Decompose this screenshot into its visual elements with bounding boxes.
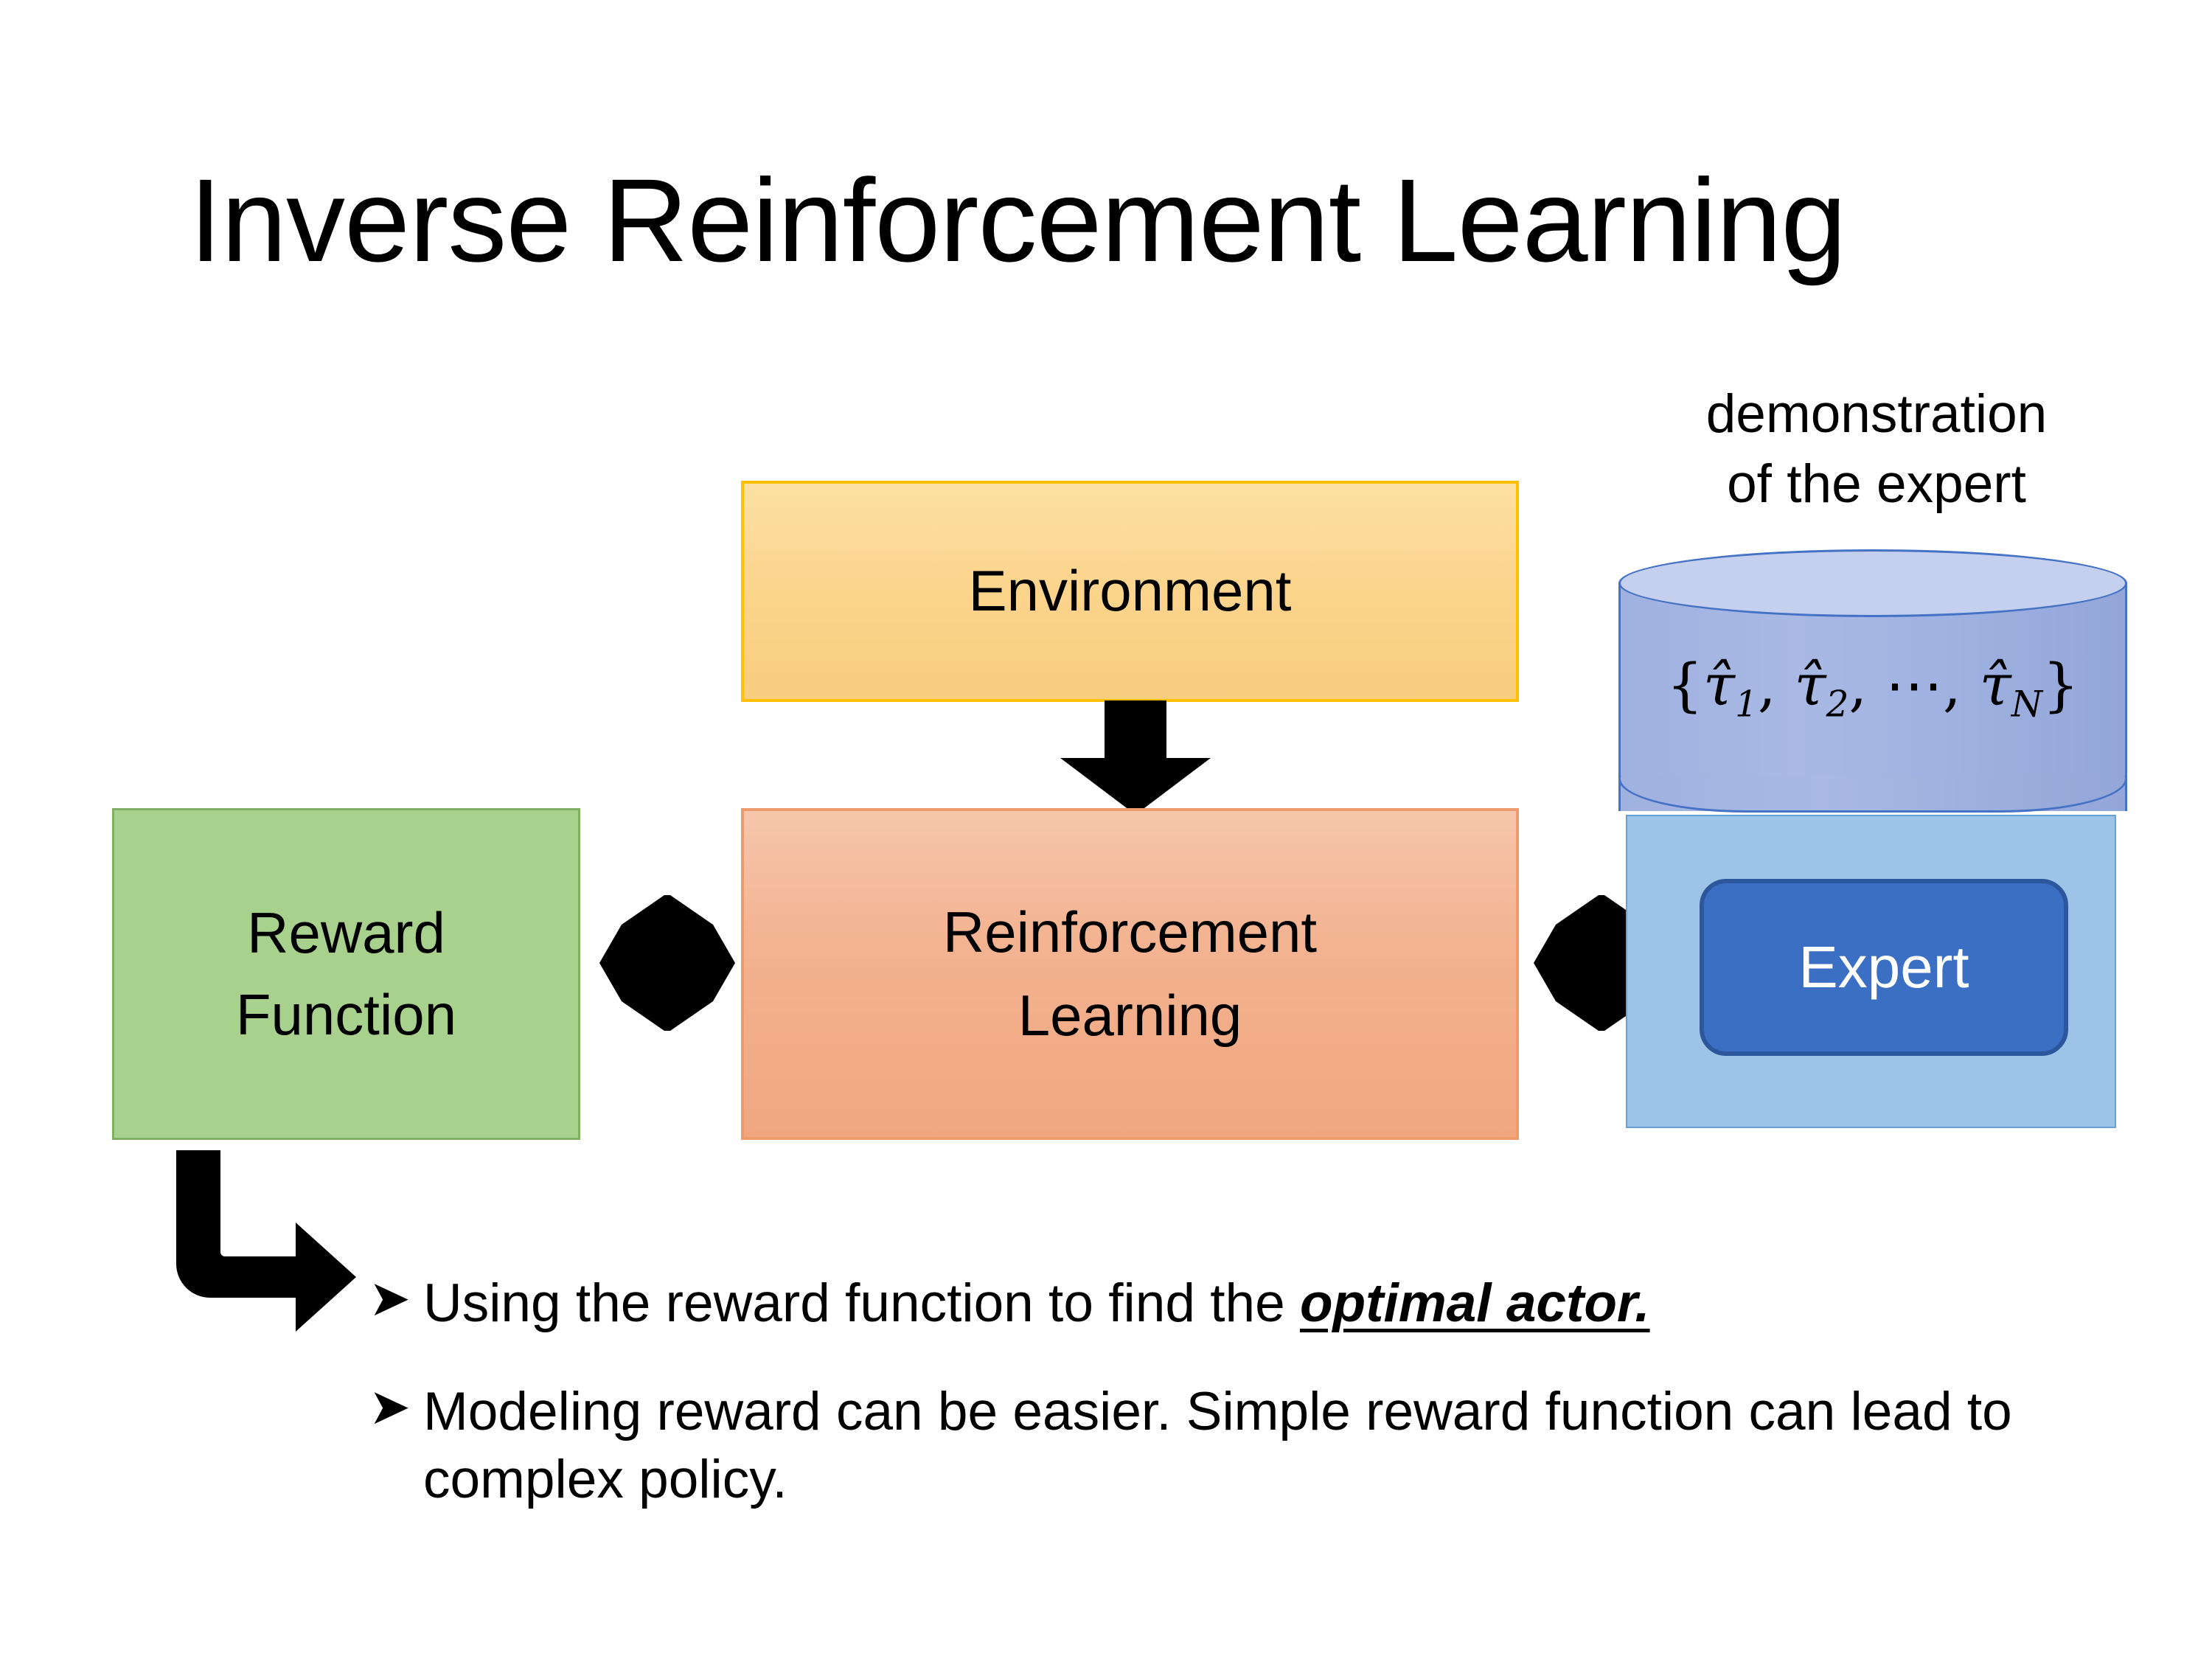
reinforcement-learning-label-line2: Learning <box>1018 983 1242 1048</box>
set-open-brace: { <box>1666 653 1703 719</box>
list-item: ➤ Using the reward function to find the … <box>369 1270 2065 1337</box>
cylinder-body <box>1618 582 2127 811</box>
reward-function-box[interactable]: Reward Function <box>112 808 580 1140</box>
demonstration-caption-line1: demonstration <box>1705 384 2048 444</box>
reward-function-label-line1: Reward <box>247 900 445 966</box>
expert-label: Expert <box>1798 934 1969 1000</box>
bullet-arrow-icon: ➤ <box>369 1270 411 1328</box>
down-arrow-icon <box>1054 700 1217 815</box>
reinforcement-learning-label-line1: Reinforcement <box>942 899 1318 964</box>
cylinder-top <box>1618 549 2127 617</box>
reinforcement-learning-box[interactable]: Reinforcement Learning <box>741 808 1519 1140</box>
formula-comma-3: , <box>1942 653 1980 719</box>
tau-N-subscript: N <box>2011 684 2043 726</box>
tau-N: τ̂ <box>1979 653 2011 719</box>
tau-1-subscript: 1 <box>1735 684 1758 726</box>
trajectory-set-formula: {τ̂1, τ̂2, ⋯, τ̂N} <box>1618 653 2127 725</box>
bullet-text-1-plain: Using the reward function to find the <box>423 1273 1300 1333</box>
tau-2-subscript: 2 <box>1826 684 1849 726</box>
formula-comma-2: , <box>1848 653 1885 719</box>
formula-ellipsis: ⋯ <box>1885 653 1943 719</box>
bullet-arrow-icon: ➤ <box>369 1378 411 1437</box>
bullet-text-2: Modeling reward can be easier. Simple re… <box>423 1382 2012 1509</box>
expert-box[interactable]: Expert <box>1700 879 2068 1056</box>
demonstration-caption-line2: of the expert <box>1727 453 2026 514</box>
tau-1: τ̂ <box>1703 653 1736 719</box>
bullet-text-1: Using the reward function to find the op… <box>423 1270 1650 1337</box>
bullet-list: ➤ Using the reward function to find the … <box>369 1270 2065 1554</box>
environment-label: Environment <box>968 558 1292 624</box>
environment-box[interactable]: Environment <box>741 481 1519 702</box>
formula-comma-1: , <box>1757 653 1795 719</box>
demonstration-cylinder-icon: {τ̂1, τ̂2, ⋯, τ̂N} <box>1618 549 2127 844</box>
set-close-brace: } <box>2042 653 2079 719</box>
reward-function-label-line2: Function <box>235 982 457 1047</box>
quad-arrow-icon-left <box>594 889 741 1037</box>
tau-2: τ̂ <box>1794 653 1826 719</box>
bullet-text-1-emphasis: optimal actor. <box>1299 1273 1650 1333</box>
page-title: Inverse Reinforcement Learning <box>189 154 1847 286</box>
bent-arrow-icon <box>166 1150 365 1349</box>
list-item: ➤ Modeling reward can be easier. Simple … <box>369 1378 2065 1513</box>
demonstration-caption: demonstration of the expert <box>1633 380 2120 520</box>
